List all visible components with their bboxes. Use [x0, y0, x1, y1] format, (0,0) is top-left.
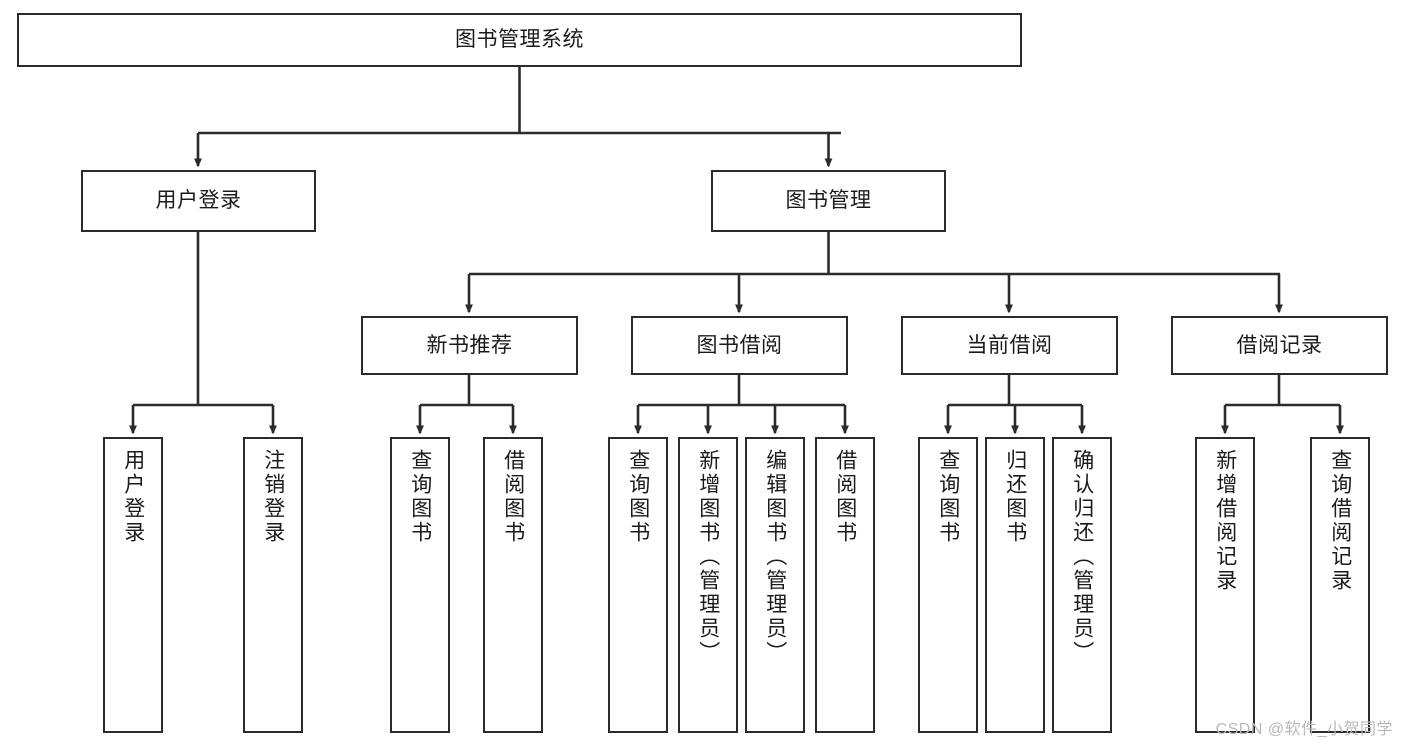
- node-leaf-edit-book[interactable]: 编辑图书（管理员）: [745, 437, 805, 733]
- node-book-manage[interactable]: 图书管理: [711, 170, 946, 232]
- node-leaf-user-login-label: 用户登录: [121, 449, 145, 545]
- node-leaf-add-borrow-record[interactable]: 新增借阅记录: [1195, 437, 1255, 733]
- node-leaf-query-borrow-record[interactable]: 查询借阅记录: [1310, 437, 1370, 733]
- node-user-login[interactable]: 用户登录: [81, 170, 316, 232]
- node-user-login-label: 用户登录: [155, 189, 242, 213]
- node-root-label: 图书管理系统: [455, 28, 584, 52]
- node-new-book-recommend-label: 新书推荐: [426, 333, 513, 357]
- node-leaf-borrow-book-2[interactable]: 借阅图书: [815, 437, 875, 733]
- node-leaf-add-book-label: 新增图书（管理员）: [696, 449, 720, 665]
- node-leaf-confirm-return[interactable]: 确认归还（管理员）: [1052, 437, 1112, 733]
- node-new-book-recommend[interactable]: 新书推荐: [361, 316, 578, 375]
- node-leaf-borrow-book-2-label: 借阅图书: [833, 449, 857, 545]
- node-current-borrow[interactable]: 当前借阅: [901, 316, 1118, 375]
- node-book-borrow[interactable]: 图书借阅: [631, 316, 848, 375]
- node-root[interactable]: 图书管理系统: [17, 13, 1022, 67]
- node-leaf-borrow-book-1[interactable]: 借阅图书: [483, 437, 543, 733]
- node-leaf-user-login[interactable]: 用户登录: [103, 437, 163, 733]
- node-leaf-return-book[interactable]: 归还图书: [985, 437, 1045, 733]
- node-leaf-query-book-1[interactable]: 查询图书: [390, 437, 450, 733]
- node-leaf-edit-book-label: 编辑图书（管理员）: [763, 449, 787, 665]
- node-leaf-query-book-3[interactable]: 查询图书: [918, 437, 978, 733]
- node-leaf-confirm-return-label: 确认归还（管理员）: [1070, 449, 1094, 665]
- node-leaf-query-borrow-record-label: 查询借阅记录: [1328, 449, 1352, 593]
- node-leaf-add-borrow-record-label: 新增借阅记录: [1213, 449, 1237, 593]
- node-leaf-add-book[interactable]: 新增图书（管理员）: [678, 437, 738, 733]
- node-borrow-record[interactable]: 借阅记录: [1171, 316, 1388, 375]
- node-leaf-user-logout[interactable]: 注销登录: [243, 437, 303, 733]
- node-leaf-borrow-book-1-label: 借阅图书: [501, 449, 525, 545]
- node-leaf-return-book-label: 归还图书: [1003, 449, 1027, 545]
- node-leaf-user-logout-label: 注销登录: [261, 449, 285, 545]
- node-leaf-query-book-2[interactable]: 查询图书: [608, 437, 668, 733]
- node-book-borrow-label: 图书借阅: [696, 333, 783, 357]
- node-borrow-record-label: 借阅记录: [1236, 333, 1323, 357]
- node-current-borrow-label: 当前借阅: [966, 333, 1053, 357]
- node-leaf-query-book-3-label: 查询图书: [936, 449, 960, 545]
- node-leaf-query-book-2-label: 查询图书: [626, 449, 650, 545]
- node-book-manage-label: 图书管理: [785, 189, 872, 213]
- node-leaf-query-book-1-label: 查询图书: [408, 449, 432, 545]
